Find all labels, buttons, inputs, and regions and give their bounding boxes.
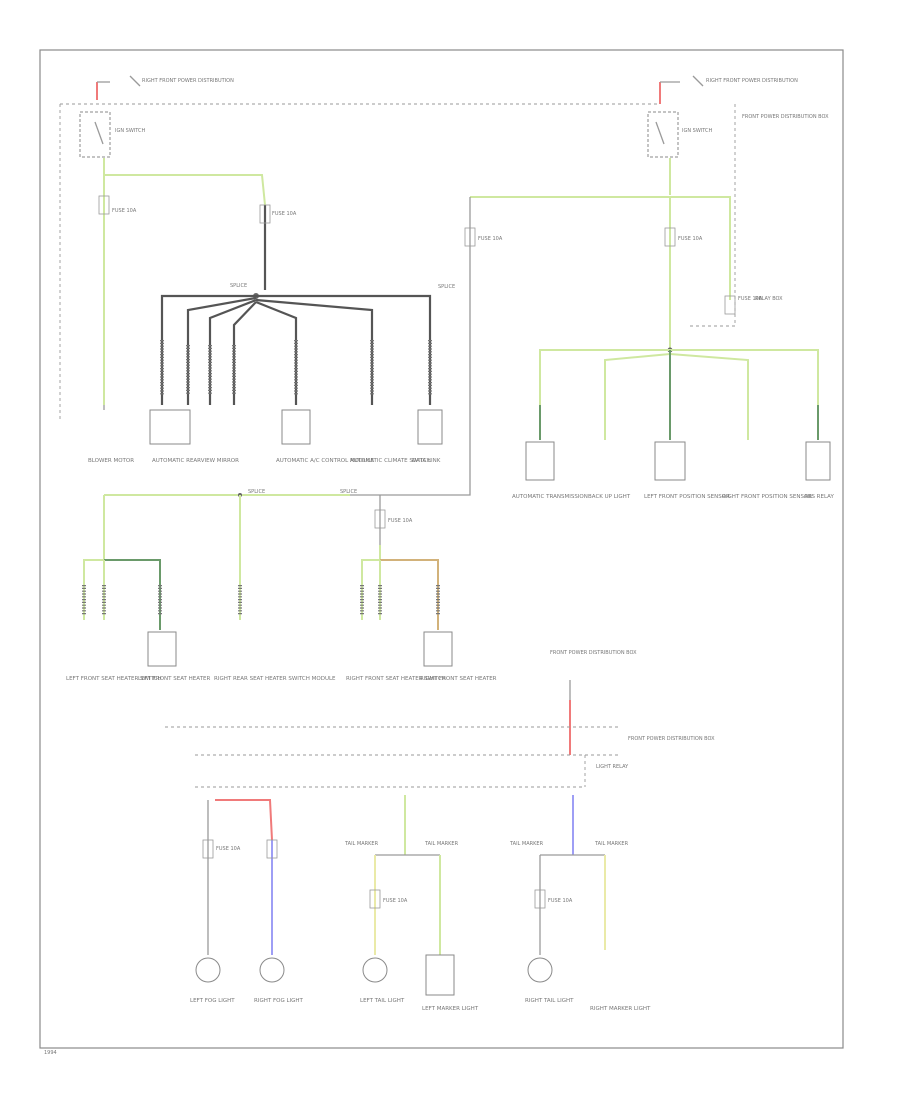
lower-relay-label: LIGHT RELAY [596, 764, 629, 770]
mid-rr-seat-switch-module: RIGHT REAR SEAT HEATER SWITCH MODULE [214, 676, 336, 682]
right-fog-light-lamp [259, 957, 285, 983]
left-fog-light-lamp [195, 957, 221, 983]
fuse-label: FUSE 10A [678, 236, 703, 242]
comp-abs-relay-box [805, 441, 831, 481]
bot-left-marker: LEFT MARKER LIGHT [422, 1006, 479, 1012]
tail-marker-header: TAIL MARKER [594, 841, 629, 847]
top-left-switch-note: RIGHT FRONT POWER DISTRIBUTION [142, 78, 234, 84]
bot-right-tail: RIGHT TAIL LIGHT [525, 998, 574, 1004]
comp-data-link-box [417, 409, 443, 445]
splice-label: SPLICE [438, 284, 455, 290]
left-marker-light-box [425, 954, 455, 996]
comp-lf-position-sensor: LEFT FRONT POSITION SENSOR [644, 494, 730, 500]
comp-auto-transmission: AUTOMATIC TRANSMISSION [512, 494, 588, 500]
fuse-left-1 [98, 195, 110, 215]
ignition-switch-left [79, 111, 111, 158]
fuse-label: FUSE 10A [548, 898, 573, 904]
right-tail-light-lamp [527, 957, 553, 983]
black-wire-bundle: FUSE 10A SPLICE [160, 204, 432, 405]
fuse-label: FUSE 10A [272, 211, 297, 217]
comp-back-up-light: BACK UP LIGHT [588, 494, 631, 500]
top-left-switch-label: IGN SWITCH [115, 128, 146, 134]
tail-marker-header: TAIL MARKER [509, 841, 544, 847]
tail-marker-header: TAIL MARKER [424, 841, 459, 847]
fuse-label: FUSE 10A [478, 236, 503, 242]
comp-ac-module: AUTOMATIC A/C CONTROL MODULE [276, 458, 374, 464]
mid-lf-seat-heater: LEFT FRONT SEAT HEATER [138, 676, 210, 682]
left-tail-light-lamp [362, 957, 388, 983]
footer-code: 1994 [44, 1050, 57, 1056]
comp-rf-position-sensor: RIGHT FRONT POSITION SENSOR [722, 494, 812, 500]
bot-right-marker: RIGHT MARKER LIGHT [590, 1006, 651, 1012]
splice-label: SPLICE [230, 283, 247, 289]
comp-data-link: DATA LINK [412, 458, 441, 464]
left-components-row: BLOWER MOTOR AUTOMATIC REARVIEW MIRROR A… [88, 405, 443, 464]
splice-label: SPLICE [340, 489, 357, 495]
mid-rf-seat-switch: RIGHT FRONT SEAT HEATER SWITCH [346, 676, 446, 682]
tail-marker-header: TAIL MARKER [344, 841, 379, 847]
top-left-power-source: RIGHT FRONT POWER DISTRIBUTION IGN SWITC… [59, 75, 660, 420]
bot-left-fog: LEFT FOG LIGHT [190, 998, 235, 1004]
fuse-label: FUSE 10A [388, 518, 413, 524]
comp-climate-switch: AUTOMATIC CLIMATE SWITCH [350, 458, 431, 464]
right-green-fanout: AUTOMATIC TRANSMISSION BACK UP LIGHT LEF… [512, 347, 835, 500]
fuse-label: FUSE 10A [738, 296, 763, 302]
comp-lf-sensor-box [654, 441, 686, 481]
comp-rf-seat-heater-box [423, 631, 453, 667]
fuse-label: FUSE 10A [216, 846, 241, 852]
bot-left-tail: LEFT TAIL LIGHT [360, 998, 405, 1004]
lower-lighting-section: FRONT POWER DISTRIBUTION BOX LIGHT RELAY… [165, 650, 715, 1012]
comp-auto-mirror: AUTOMATIC REARVIEW MIRROR [152, 458, 239, 464]
comp-ac-module-box [281, 409, 311, 445]
comp-auto-mirror-box [149, 409, 191, 445]
diagram-frame [39, 49, 844, 1049]
comp-abs-relay: ABS RELAY [804, 494, 835, 500]
mid-lf-seat-switch: LEFT FRONT SEAT HEATER SWITCH [66, 676, 162, 682]
mid-rf-seat-heater: RIGHT FRONT SEAT HEATER [420, 676, 497, 682]
ignition-switch-right [647, 111, 679, 158]
splice-label: SPLICE [248, 489, 265, 495]
top-right-power-source: RIGHT FRONT POWER DISTRIBUTION FRONT POW… [104, 75, 829, 496]
relay-note: RELAY BOX [755, 296, 783, 302]
top-right-switch-note: RIGHT FRONT POWER DISTRIBUTION [706, 78, 798, 84]
comp-auto-trans-box [525, 441, 555, 481]
lower-source-label-2: FRONT POWER DISTRIBUTION BOX [628, 736, 715, 742]
comp-blower-motor: BLOWER MOTOR [88, 458, 134, 464]
lower-source-label: FRONT POWER DISTRIBUTION BOX [550, 650, 637, 656]
middle-seat-heater-section: SPLICE SPLICE FUSE 10A LEFT FRONT SEAT H… [66, 489, 497, 682]
comp-lf-seat-heater-box [147, 631, 177, 667]
fuse-label: FUSE 10A [112, 208, 137, 214]
top-right-side-note: FRONT POWER DISTRIBUTION BOX [742, 114, 829, 120]
top-right-switch-label: IGN SWITCH [682, 128, 713, 134]
bot-right-fog: RIGHT FOG LIGHT [254, 998, 304, 1004]
fuse-label: FUSE 10A [383, 898, 408, 904]
